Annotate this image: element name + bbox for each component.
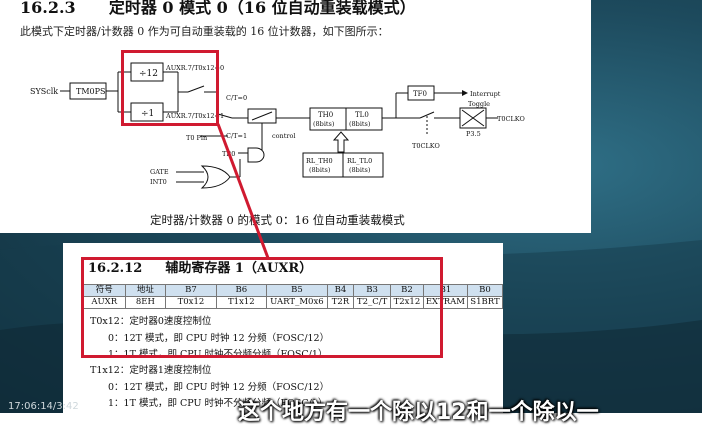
rl-tl0-box — [342, 152, 384, 178]
document-page-timer-mode: 16.2.3 定时器 0 模式 0（16 位自动重装载模式） 此模式下定时器/计… — [0, 0, 591, 233]
table-header-cell: B4 — [326, 284, 355, 297]
auxr-register-table: 符号 地址 B7 B6 B5 B4 B3 B2 B1 B0 AUXR 8EH T… — [83, 284, 503, 309]
label-tl0: TL0 — [355, 111, 369, 119]
table-header-cell: B5 — [266, 284, 328, 297]
document-page-auxr: 16.2.12 辅助寄存器 1（AUXR） 符号 地址 B7 B6 B5 B4 … — [63, 243, 503, 413]
label-t0pin: T0 Pin — [186, 134, 207, 142]
section-description: 此模式下定时器/计数器 0 作为可自动重装载的 16 位计数器，如下图所示： — [20, 25, 389, 38]
label-div1: ÷1 — [141, 109, 154, 119]
label-control: control — [272, 132, 295, 140]
video-timestamp: 17:06:14/3:42 — [8, 401, 79, 412]
auxr-section-title: 16.2.12 辅助寄存器 1（AUXR） — [88, 257, 312, 276]
t1x12-label: T1x12：定时器1速度控制位 — [90, 365, 212, 376]
table-cell: S1BRT — [467, 296, 503, 309]
label-sysclk: SYSclk — [30, 87, 58, 96]
table-cell: T1x12 — [215, 296, 268, 309]
rl-th0-box — [302, 152, 344, 178]
section-title-text: 定时器 0 模式 0（16 位自动重装载模式） — [108, 0, 416, 17]
table-header-cell: B0 — [467, 284, 503, 297]
label-p35: P3.5 — [466, 130, 481, 138]
label-gate: GATE — [150, 168, 169, 176]
label-rl-tl0-bits: (8bits) — [349, 166, 371, 174]
table-row: AUXR 8EH T0x12 T1x12 UART_M0x6 T2R T2_C/… — [83, 296, 503, 309]
label-int0: INT0 — [150, 178, 167, 186]
t0x12-label: T0x12：定时器0速度控制位 — [90, 316, 212, 327]
video-subtitle: 这个地方有一个除以12和一个除以一 — [238, 400, 599, 425]
label-interrupt: Interrupt — [470, 90, 501, 98]
label-rl-tl0: RL_TL0 — [347, 157, 372, 165]
label-auxr-0: AUXR.7/T0x12=0 — [165, 64, 224, 72]
label-t0clko-bit: T0CLKO — [412, 142, 440, 150]
label-ct1: C/T=1 — [226, 132, 247, 140]
label-tm0ps: TM0PS — [76, 87, 105, 96]
auxr-section-number: 16.2.12 — [88, 261, 143, 276]
label-rl-th0: RL_TH0 — [306, 157, 333, 165]
section-title: 16.2.3 定时器 0 模式 0（16 位自动重装载模式） — [20, 0, 416, 18]
or-gate — [200, 165, 231, 189]
annotation-connector — [216, 123, 270, 259]
diagram-caption: 定时器/计数器 0 的模式 0：16 位自动重装载模式 — [150, 213, 405, 227]
label-ct0: C/T=0 — [226, 94, 247, 102]
label-rl-th0-bits: (8bits) — [309, 166, 331, 174]
annotation-box-prescaler — [121, 50, 219, 126]
table-cell: UART_M0x6 — [266, 296, 328, 309]
table-cell: T2R — [326, 296, 355, 309]
timer0-block-diagram: SYSclk TM0PS ÷12 ÷1 AUXR.7/T0x12=0 AUXR.… — [30, 62, 525, 189]
label-toggle: Toggle — [468, 100, 490, 108]
t1x12-option-1: 1：1T 模式，即 CPU 时钟不分频分频（FOSC/1） — [108, 398, 328, 409]
label-th0-bits: (8bits) — [313, 120, 335, 128]
table-cell: EXTRAM — [422, 296, 469, 309]
label-tf0: TF0 — [413, 90, 427, 98]
and-gate — [247, 147, 265, 163]
label-div12: ÷12 — [139, 69, 158, 79]
label-auxr-1: AUXR.7/T0x12=1 — [165, 112, 224, 120]
t0x12-option-0: 0：12T 模式，即 CPU 时钟 12 分频（FOSC/12） — [108, 333, 330, 344]
section-number: 16.2.3 — [20, 0, 76, 17]
label-tl0-bits: (8bits) — [349, 120, 371, 128]
t0x12-option-1: 1：1T 模式，即 CPU 时钟不分频分频（FOSC/1） — [108, 349, 328, 360]
auxr-section-title-text: 辅助寄存器 1（AUXR） — [165, 261, 313, 276]
annotation-box-auxr — [81, 257, 443, 358]
tl0-box — [345, 107, 383, 131]
t1x12-option-0: 0：12T 模式，即 CPU 时钟 12 分频（FOSC/12） — [108, 382, 330, 393]
label-t0clko-out: T0CLKO — [497, 115, 525, 123]
label-th0: TH0 — [318, 111, 333, 119]
